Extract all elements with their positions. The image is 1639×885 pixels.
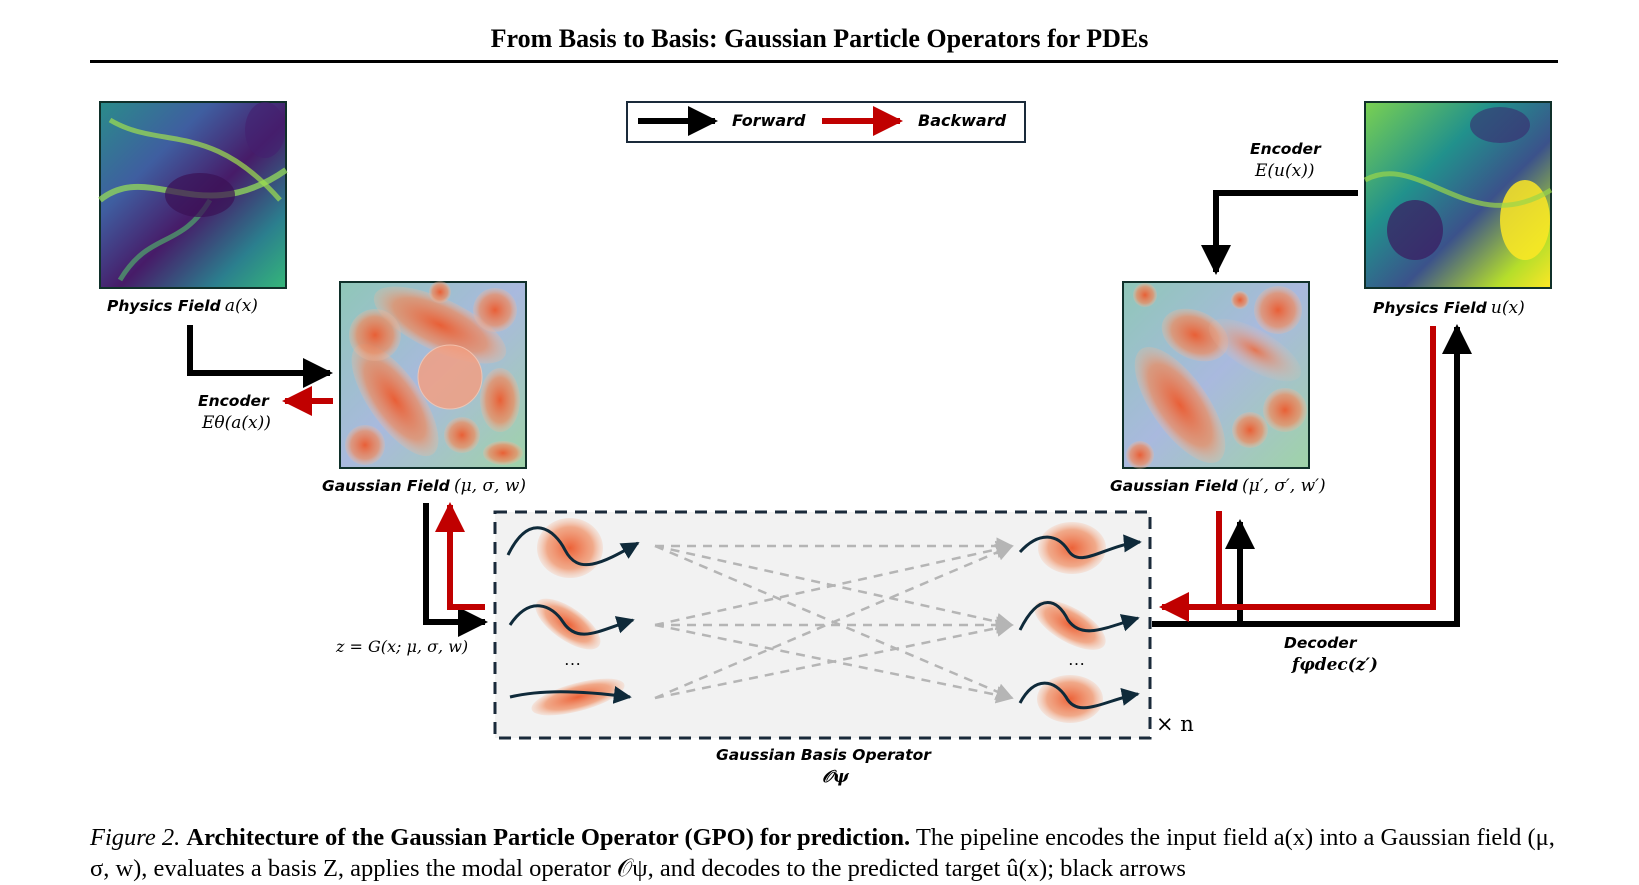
gaussian-basis-operator-label: Gaussian Basis Operator	[716, 745, 931, 765]
gaussian-field-right-image	[1122, 281, 1310, 469]
figure-label: Figure 2.	[90, 824, 181, 851]
gaussian-field-left-image	[339, 281, 527, 469]
encoder-right-title: Encoder	[1250, 140, 1321, 158]
encoder-left-title: Encoder	[198, 392, 269, 410]
decoder-math: fφdec(z′)	[1292, 655, 1378, 675]
gaussian-field-right-title: Gaussian Field	[1110, 477, 1238, 495]
encoder-right-forward-arrow	[1201, 190, 1358, 275]
basis-equation: z = G(x; μ, σ, w)	[336, 637, 469, 656]
physics-field-output-label: Physics Field u(x)	[1373, 298, 1525, 318]
encoder-right-math: E(u(x))	[1255, 161, 1315, 181]
gaussian-field-right-label: Gaussian Field (μ′, σ′, w′)	[1110, 476, 1326, 496]
forward-legend-label: Forward	[732, 111, 806, 130]
basis-backward-arrow	[435, 502, 485, 610]
figure-caption: Figure 2. Architecture of the Gaussian P…	[90, 822, 1558, 884]
gaussian-field-left-title: Gaussian Field	[322, 477, 450, 495]
encoder-left-math: Eθ(a(x))	[202, 413, 271, 433]
dots-left: …	[564, 650, 581, 669]
caption-title: Architecture of the Gaussian Particle Op…	[186, 824, 911, 851]
caption-text: The pipeline encodes the input field a(x…	[90, 824, 1555, 882]
legend: Forward Backward	[626, 101, 1026, 143]
physics-field-input-label: Physics Field a(x)	[107, 296, 258, 316]
physics-field-output-image	[1363, 101, 1553, 289]
basis-forward-arrow	[423, 503, 488, 637]
header-rule	[90, 60, 1558, 63]
times-n-label: × n	[1156, 712, 1194, 736]
encoder-left-label: Encoder	[198, 391, 269, 411]
page-header: From Basis to Basis: Gaussian Particle O…	[490, 24, 1149, 53]
physics-field-output-title: Physics Field	[1373, 299, 1487, 317]
gaussian-basis-operator-math: 𝒪ψ	[822, 767, 849, 787]
decoder-label: Decoder	[1284, 633, 1356, 653]
dots-right: …	[1068, 650, 1085, 669]
backward-legend-label: Backward	[918, 111, 1007, 130]
gaussian-field-left-math: (μ, σ, w)	[453, 476, 527, 496]
gaussian-field-left-label: Gaussian Field (μ, σ, w)	[322, 476, 526, 496]
physics-field-output-math: u(x)	[1490, 298, 1525, 318]
physics-field-input-math: a(x)	[224, 296, 258, 316]
decoder-forward-arrow	[1152, 324, 1472, 627]
physics-field-input-image	[98, 101, 288, 289]
decoder-title: Decoder	[1284, 634, 1357, 652]
gaussian-field-right-math: (μ′, σ′, w′)	[1241, 476, 1326, 496]
gaussian-basis-operator-title: Gaussian Basis Operator	[716, 746, 931, 764]
encoder-left-forward-arrow	[187, 325, 333, 388]
encoder-right-label: Encoder	[1250, 139, 1321, 159]
architecture-figure: Forward Backward	[98, 101, 1553, 740]
physics-field-input-title: Physics Field	[107, 297, 221, 315]
gaussian-basis-operator-box	[493, 510, 1152, 740]
decoder-backward-arrow	[1159, 326, 1436, 622]
